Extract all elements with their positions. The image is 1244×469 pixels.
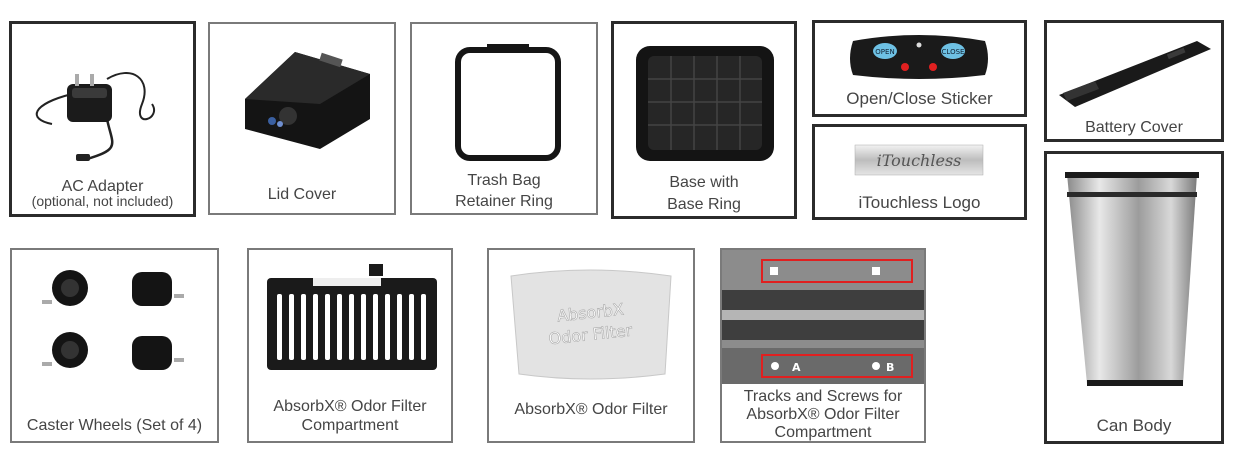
filter-slot [397, 294, 402, 360]
lid-cover-label: Lid Cover [267, 186, 337, 203]
caster-wheels-label: Caster Wheels (Set of 4) [26, 417, 203, 434]
retainer-ring-card: Trash Bag Retainer Ring [410, 22, 598, 215]
caster-wheels-image [42, 270, 184, 370]
tracks-screws-line2: AbsorbX® Odor Filter [746, 406, 900, 423]
filter-compartment-slots [277, 294, 426, 360]
base-line1: Base with [669, 174, 739, 191]
filter-slot [313, 294, 318, 360]
logo-image: iTouchless [854, 144, 984, 176]
odor-filter-image: AbsorbX Odor Filter [510, 269, 672, 380]
filter-slot [349, 294, 354, 360]
logo-card: iTouchless iTouchless Logo [812, 124, 1027, 220]
base-card: Base with Base Ring [611, 21, 797, 219]
filter-compartment-image [267, 264, 437, 370]
filter-slot [361, 294, 366, 360]
sticker-close-text: CLOSE [942, 48, 965, 56]
battery-cover-label: Battery Cover [1085, 119, 1183, 136]
battery-cover-image [1059, 41, 1211, 107]
logo-label: iTouchless Logo [858, 193, 981, 212]
sticker-card: OPEN CLOSE Open/Close Sticker [812, 20, 1027, 117]
filter-slot [385, 294, 390, 360]
ac-adapter-label: AC Adapter [61, 178, 144, 195]
base-image [636, 46, 774, 161]
filter-slot [301, 294, 306, 360]
base-line2: Base Ring [667, 196, 741, 213]
can-body-card: Can Body [1044, 151, 1224, 444]
filter-compartment-line1: AbsorbX® Odor Filter [273, 398, 427, 415]
filter-compartment-line2: Compartment [301, 417, 399, 434]
lid-cover-card: Lid Cover [208, 22, 396, 215]
filter-slot [373, 294, 378, 360]
tracks-screws-line3: Compartment [774, 424, 872, 441]
retainer-ring-line2: Retainer Ring [455, 193, 553, 210]
track-marker-b: B [886, 361, 894, 374]
tracks-screws-line1: Tracks and Screws for [743, 388, 903, 405]
track-marker-a: A [792, 361, 801, 374]
odor-filter-card: AbsorbX Odor Filter AbsorbX® Odor Filter [487, 248, 695, 443]
tracks-screws-card: A B Tracks and Screws for AbsorbX® Odor … [720, 248, 926, 443]
filter-slot [277, 294, 282, 360]
lid-cover-image [245, 52, 370, 149]
can-body-image [1065, 172, 1199, 386]
filter-slot [325, 294, 330, 360]
filter-slot [289, 294, 294, 360]
logo-text: iTouchless [877, 151, 962, 170]
ac-adapter-image [35, 72, 155, 161]
filter-slot [409, 294, 414, 360]
sticker-open-text: OPEN [875, 48, 894, 56]
retainer-ring-image [455, 44, 561, 161]
ac-adapter-card: AC Adapter (optional, not included) [9, 21, 196, 217]
sticker-image: OPEN CLOSE [850, 35, 988, 79]
ac-adapter-note: (optional, not included) [31, 193, 174, 209]
tracks-screws-image: A B [722, 250, 924, 384]
can-body-label: Can Body [1096, 416, 1172, 435]
battery-cover-card: Battery Cover [1044, 20, 1224, 142]
filter-compartment-card: AbsorbX® Odor Filter Compartment [247, 248, 453, 443]
retainer-ring-line1: Trash Bag [467, 172, 541, 189]
caster-wheels-card: Caster Wheels (Set of 4) [10, 248, 219, 443]
filter-slot [337, 294, 342, 360]
odor-filter-pack-line1: AbsorbX [556, 300, 625, 326]
filter-slot [421, 294, 426, 360]
odor-filter-label: AbsorbX® Odor Filter [514, 401, 668, 418]
sticker-label: Open/Close Sticker [846, 89, 993, 108]
